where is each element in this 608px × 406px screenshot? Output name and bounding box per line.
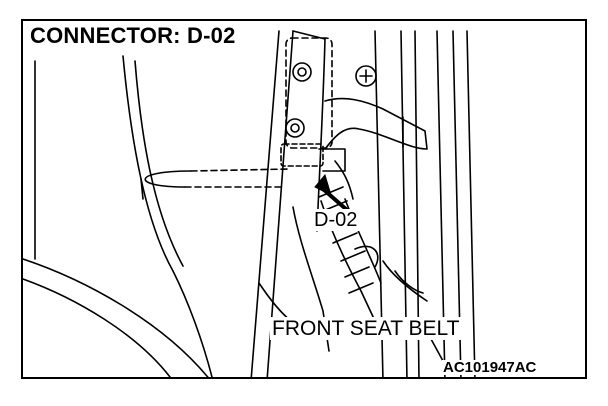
pillar-trim-outline [23,258,209,377]
bolt-upper [292,62,312,82]
leader-line-belt-left [258,282,292,322]
component-label: FRONT SEAT BELT [270,317,462,340]
center-pillar-edge [250,30,280,377]
leader-line-belt-right [430,338,444,362]
connector-label: D-02 [312,209,360,231]
connector-d02-plug [318,148,346,172]
page-title: CONNECTOR: D-02 [27,23,239,49]
wiring-harness [190,168,290,172]
webbing-texture [318,186,358,244]
connector-d02-body [280,143,324,167]
bolt-lower [285,118,305,138]
figure-code: AC101947AC [442,359,538,376]
connector-wire [334,160,354,200]
ground-screw [355,65,377,87]
connector-location-illustration [23,30,476,377]
seatbelt-webbing [292,206,330,352]
diagram-frame: CONNECTOR: D-02 D-02 FRONT SEAT BELT AC1… [21,19,587,379]
hidden-mounting-plate [285,37,333,149]
